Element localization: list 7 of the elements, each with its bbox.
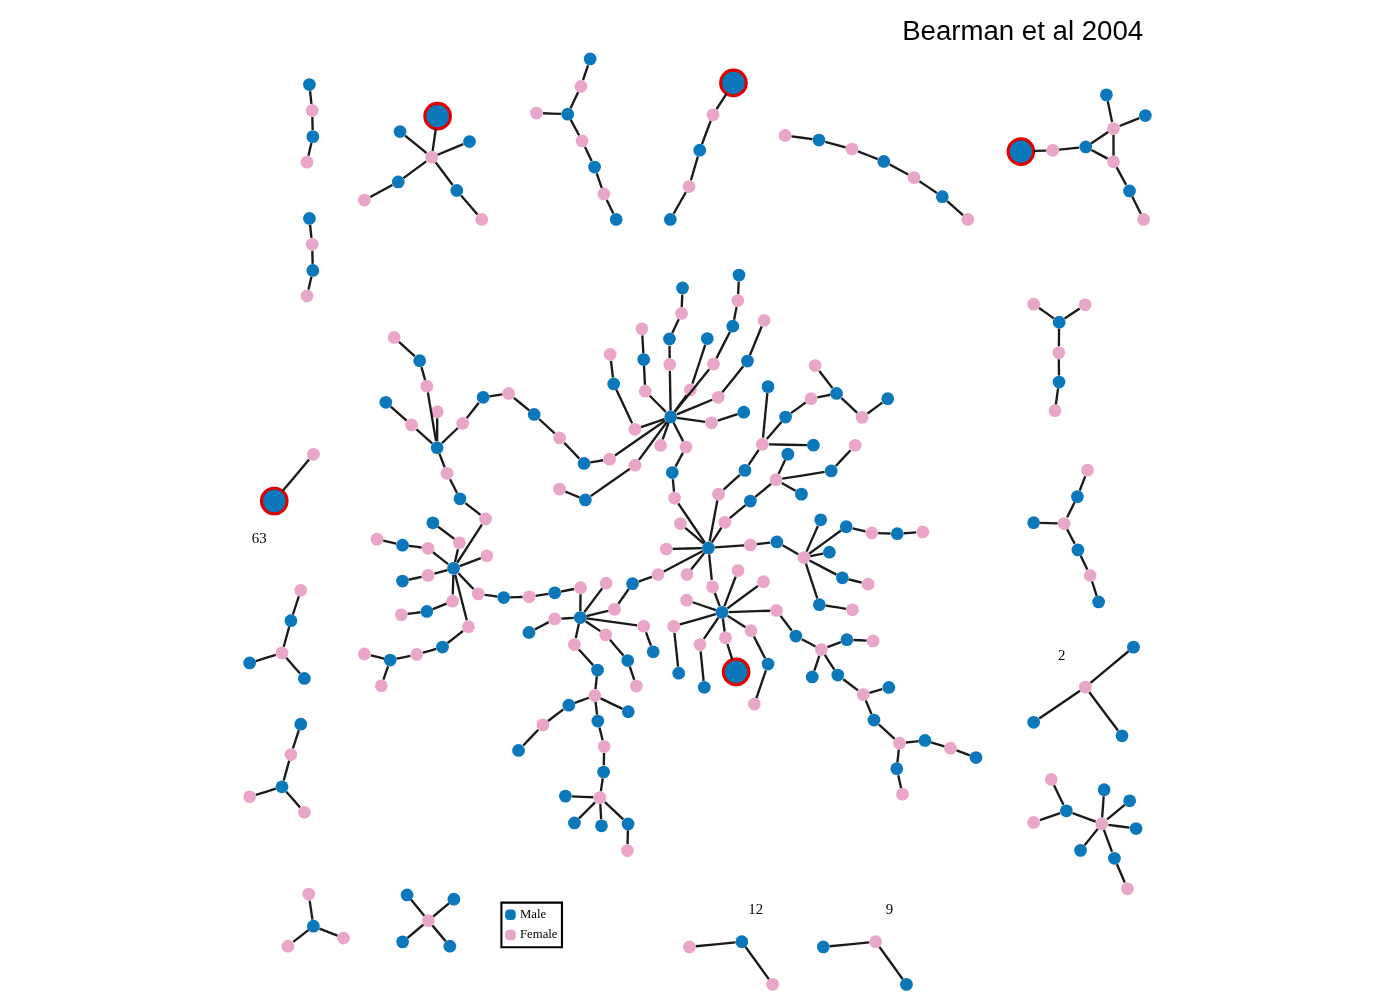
label: 9 bbox=[885, 900, 894, 917]
label: 12 bbox=[748, 900, 764, 917]
label: 63 bbox=[251, 529, 267, 546]
legend-label: Male bbox=[520, 906, 547, 921]
label: 2 bbox=[1058, 646, 1066, 663]
diagram-title: Bearman et al 2004 bbox=[902, 14, 1144, 46]
legend-label: Female bbox=[520, 926, 558, 941]
